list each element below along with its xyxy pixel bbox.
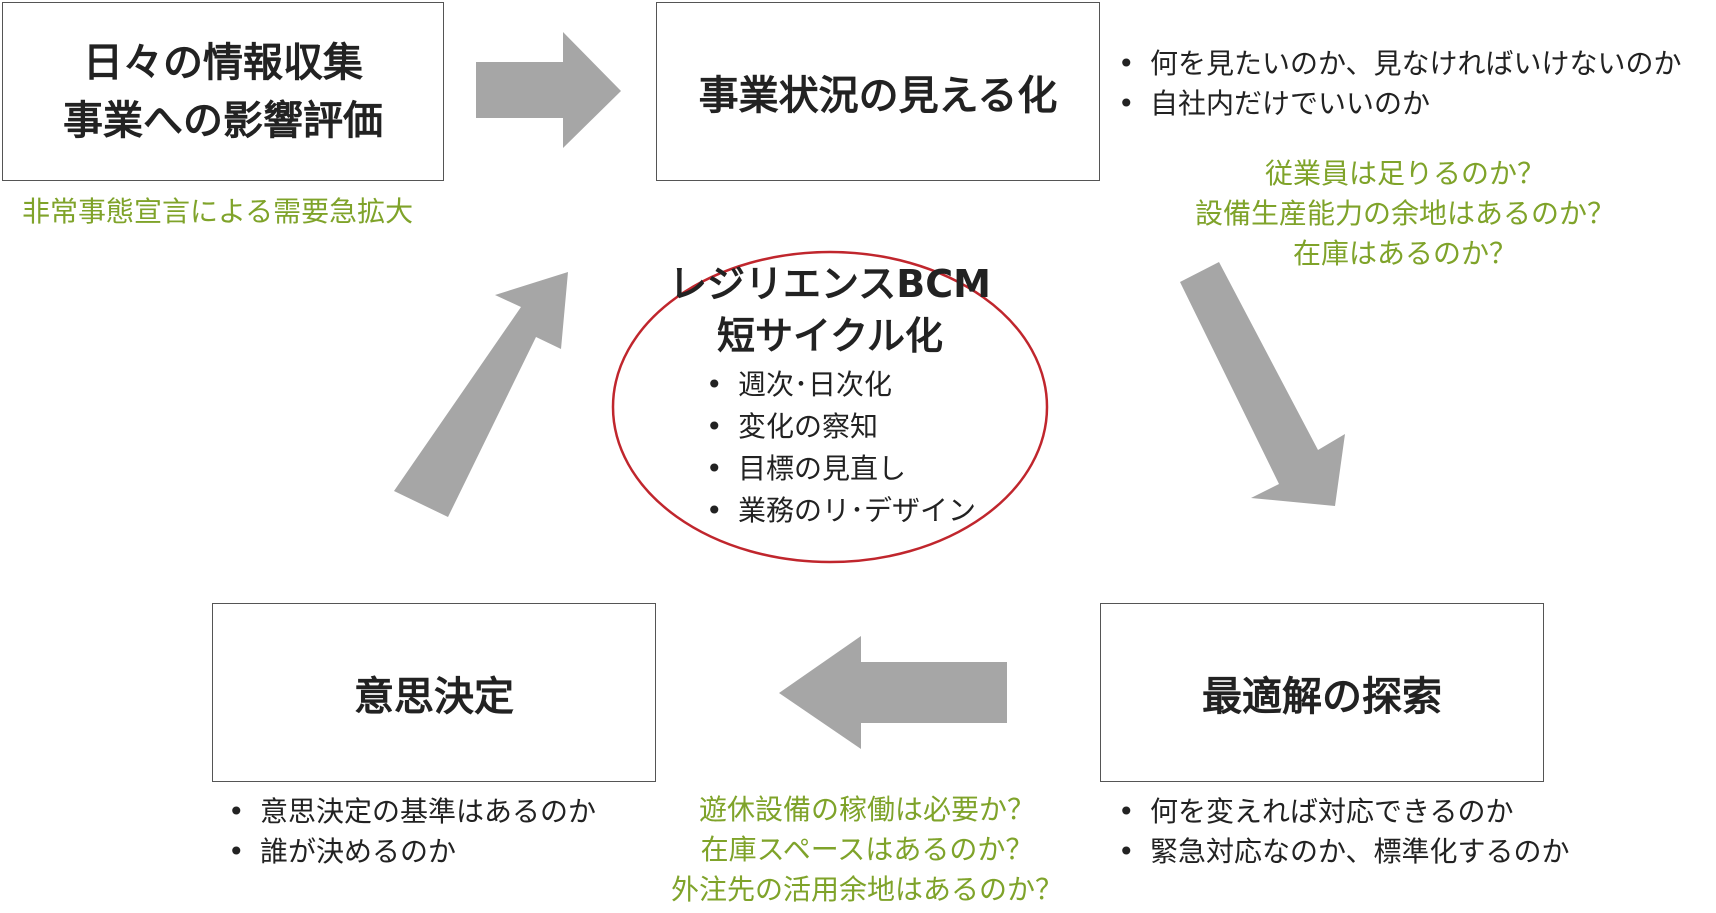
capacity-question: 従業員は足りるのか？ — [1264, 157, 1545, 190]
center-items: 週次･日次化 変化の察知 目標の見直し 業務のリ･デザイン — [700, 364, 976, 532]
decision-label: 意思決定 — [354, 673, 514, 720]
visualization-box: 事業状況の見える化 — [656, 2, 1100, 181]
center-title-block: レジリエンスBCM 短サイクル化 — [640, 258, 1020, 362]
info-gathering-line-1: 日々の情報収集 — [83, 39, 363, 86]
optimization-questions: 何を変えれば対応できるのか 緊急対応なのか、標準化するのか — [1112, 792, 1569, 872]
resource-question: 外注先の活用余地はあるのか？ — [670, 873, 1063, 906]
info-gathering-box: 日々の情報収集 事業への影響評価 — [2, 2, 444, 181]
arrow-right-icon — [476, 32, 621, 148]
arrow-up-right-icon — [394, 272, 568, 517]
list-item: 週次･日次化 — [700, 364, 976, 406]
list-item: 業務のリ･デザイン — [700, 490, 976, 532]
list-item: 自社内だけでいいのか — [1112, 84, 1681, 124]
decision-questions: 意思決定の基準はあるのか 誰が決めるのか — [222, 792, 596, 872]
resource-question: 在庫スペースはあるのか？ — [700, 833, 1034, 866]
info-gathering-line-2: 事業への影響評価 — [63, 97, 383, 144]
optimization-box: 最適解の探索 — [1100, 603, 1544, 782]
center-title-line-1: レジリエンスBCM — [669, 262, 991, 306]
center-ellipse — [611, 250, 1049, 564]
arrow-down-right-icon — [1180, 262, 1345, 506]
capacity-questions: 従業員は足りるのか？ 設備生産能力の余地はあるのか？ 在庫はあるのか？ — [1160, 154, 1650, 274]
list-item: 何を見たいのか、見なければいけないのか — [1112, 44, 1681, 84]
list-item: 目標の見直し — [700, 448, 976, 490]
resource-questions: 遊休設備の稼働は必要か？ 在庫スペースはあるのか？ 外注先の活用余地はあるのか？ — [632, 790, 1102, 910]
arrow-left-icon — [779, 636, 1007, 749]
list-item: 誰が決めるのか — [222, 832, 596, 872]
list-item: 緊急対応なのか、標準化するのか — [1112, 832, 1569, 872]
decision-box: 意思決定 — [212, 603, 656, 782]
list-item: 変化の察知 — [700, 406, 976, 448]
center-title: レジリエンスBCM 短サイクル化 — [640, 258, 1020, 362]
demand-surge-note: 非常事態宣言による需要急拡大 — [22, 195, 414, 228]
list-item: 何を変えれば対応できるのか — [1112, 792, 1569, 832]
center-title-line-2: 短サイクル化 — [716, 314, 944, 358]
capacity-question: 設備生産能力の余地はあるのか？ — [1194, 197, 1615, 230]
optimization-label: 最適解の探索 — [1202, 673, 1442, 720]
visualization-label: 事業状況の見える化 — [698, 72, 1058, 119]
list-item: 意思決定の基準はあるのか — [222, 792, 596, 832]
capacity-question: 在庫はあるのか？ — [1292, 237, 1517, 270]
visualization-questions: 何を見たいのか、見なければいけないのか 自社内だけでいいのか — [1112, 44, 1681, 124]
resource-question: 遊休設備の稼働は必要か？ — [698, 793, 1035, 826]
